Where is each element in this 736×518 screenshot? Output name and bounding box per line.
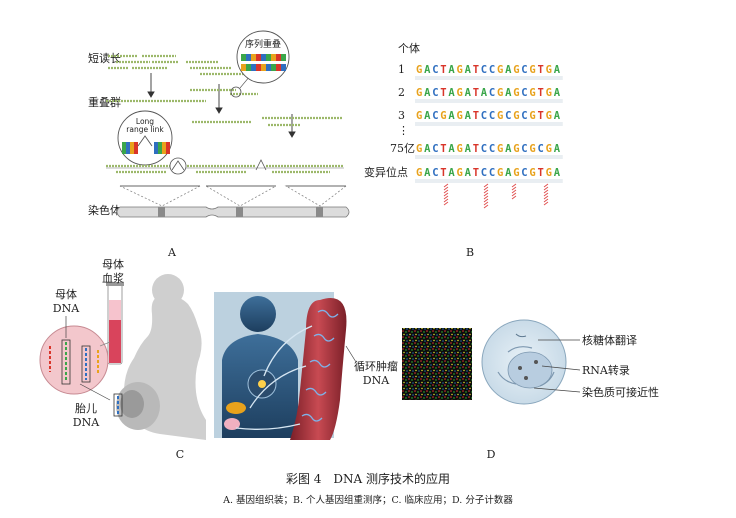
fetal-dna-label-2: DNA xyxy=(73,416,100,429)
figure-caption: 彩图 4 DNA 测序技术的应用 xyxy=(285,472,451,486)
molecular-counter-image xyxy=(402,328,472,400)
individual-index-2: 2 xyxy=(398,86,405,99)
variant-marker-2 xyxy=(483,183,489,209)
short-reads xyxy=(108,54,244,76)
flow-arrows xyxy=(235,325,313,430)
panel-d-label: D xyxy=(487,448,496,461)
overlap-groups xyxy=(106,88,342,127)
chromosome xyxy=(116,206,350,218)
maternal-plasma-label-2: 血浆 xyxy=(102,271,124,285)
cell-illustration xyxy=(481,319,567,405)
circulating-tumor-label-2: DNA xyxy=(363,374,390,387)
row-label-chromosome: 染色体 xyxy=(88,203,121,217)
maternal-dna-label-1: 母体 xyxy=(55,287,77,301)
silhouette-head xyxy=(152,274,184,306)
sequence-overlap-bars xyxy=(241,54,286,71)
individual-index-1: 1 xyxy=(398,63,405,76)
panel-a-label: A xyxy=(167,246,177,259)
variant-marker-3 xyxy=(511,183,517,200)
long-range-link-label-1: Long xyxy=(136,117,154,126)
plasma-tube xyxy=(106,282,124,365)
gap-marker xyxy=(169,157,187,175)
chromatin-accessibility-label: 染色质可接近性 xyxy=(582,385,659,399)
variant-markers xyxy=(443,183,549,209)
maternal-dna-label-2: DNA xyxy=(53,302,80,315)
dna-magnifier xyxy=(39,325,109,395)
variant-marker-1 xyxy=(443,183,449,206)
individual-index-last: 75亿 xyxy=(390,142,415,155)
individuals-header: 个体 xyxy=(398,41,420,55)
panel-a: 短读长 重叠群 染色体 xyxy=(88,30,350,259)
panel-b-label: B xyxy=(466,246,474,259)
ribosome-translation-label: 核糖体翻译 xyxy=(582,333,637,347)
bubble-sequence-overlap-label: 序列重叠 xyxy=(245,38,281,50)
figure-subcaption: A. 基因组织装；B. 个人基因组重测序；C. 临床应用；D. 分子计数器 xyxy=(223,495,513,506)
bubble-sequence-overlap: 序列重叠 xyxy=(236,30,290,84)
blood-vessel xyxy=(290,298,347,440)
row-label-overlap-group: 重叠群 xyxy=(88,95,121,109)
circulating-tumor-label-1: 循环肿瘤 xyxy=(354,359,398,373)
mapping-triangles xyxy=(119,185,348,207)
panel-d: 核糖体翻译 RNA转录 染色质可接近性 D xyxy=(402,319,659,461)
individual-index-3: 3 xyxy=(398,109,405,122)
panel-c: 母体 血浆 母体 DNA 胎儿 DNA xyxy=(39,257,398,461)
variant-sites-label: 变异位点 xyxy=(364,165,408,179)
assembled-contigs xyxy=(106,164,344,174)
variant-marker-4 xyxy=(543,183,549,206)
overlap-marker xyxy=(230,86,242,98)
maternal-plasma-label-1: 母体 xyxy=(102,257,124,271)
individual-index-ellipsis: ⋮ xyxy=(398,124,409,137)
bubble-long-range-link: Long range link xyxy=(117,110,173,166)
rna-transcription-label: RNA转录 xyxy=(582,363,630,377)
fetal-dna-label-1: 胎儿 xyxy=(75,401,97,415)
panel-c-label: C xyxy=(176,448,184,461)
long-range-link-label-2: range link xyxy=(126,125,164,134)
row-label-short-reads: 短读长 xyxy=(88,51,121,65)
fetal-dna-box xyxy=(113,393,123,417)
